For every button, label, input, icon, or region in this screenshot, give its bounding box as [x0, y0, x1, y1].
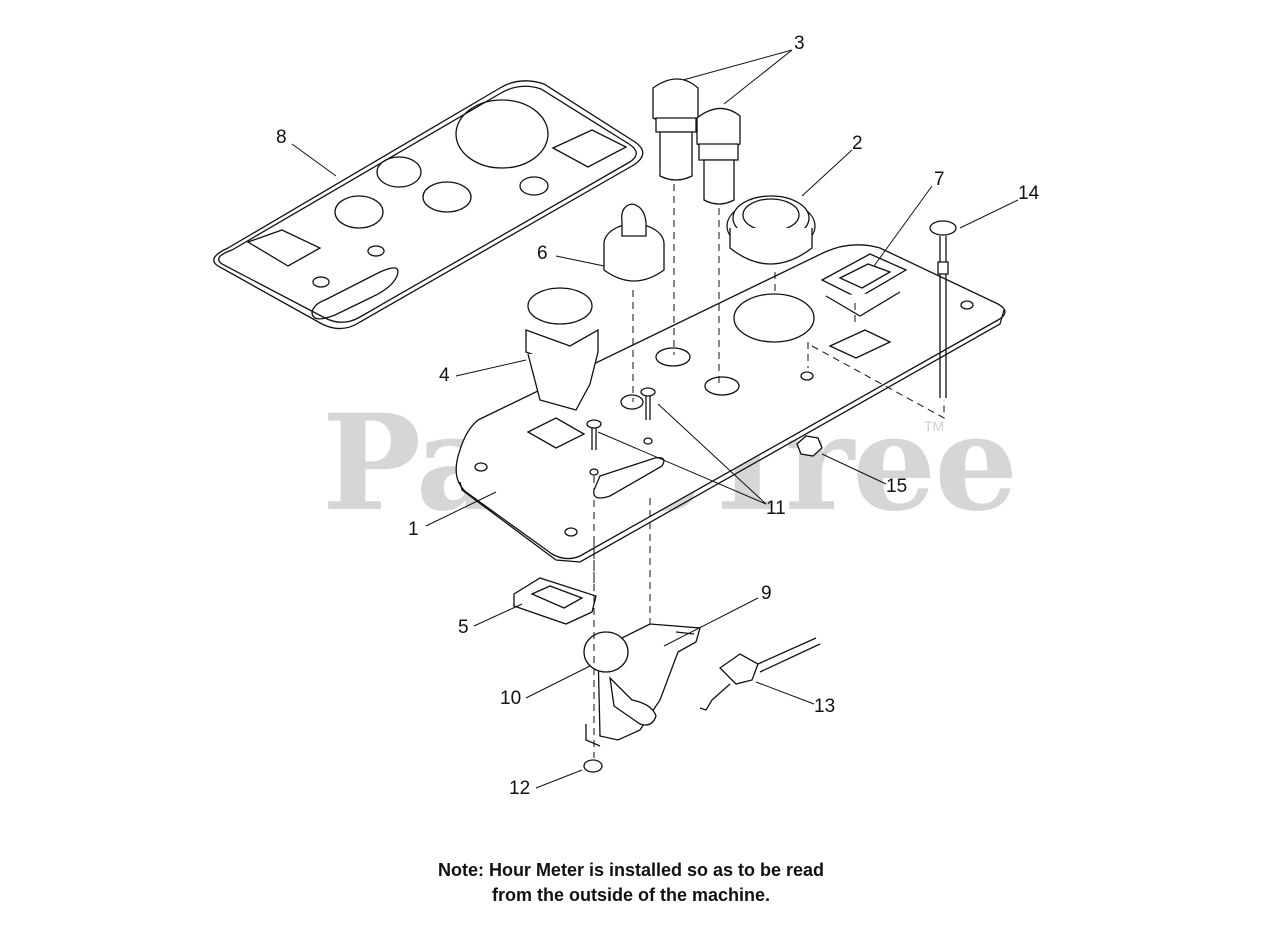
part-2-gauge	[726, 195, 816, 265]
callout-9: 9	[761, 583, 772, 604]
callout-14: 14	[1018, 183, 1040, 204]
part-12-lock-nut	[583, 759, 603, 773]
part-1-panel-plate	[455, 244, 1006, 563]
part-3-indicator-lights	[652, 78, 741, 205]
installation-note: Note: Hour Meter is installed so as to b…	[0, 858, 1262, 908]
callout-7: 7	[934, 169, 945, 190]
part-6-ignition-switch	[603, 203, 665, 282]
callout-6: 6	[537, 243, 548, 264]
callout-5: 5	[458, 617, 469, 638]
callout-11: 11	[766, 498, 786, 519]
part-11-screws	[586, 387, 656, 450]
callout-3: 3	[794, 33, 805, 54]
note-line-2: from the outside of the machine.	[491, 885, 771, 905]
callout-12: 12	[509, 778, 531, 799]
callout-1: 1	[408, 519, 419, 540]
callout-15: 15	[886, 476, 908, 497]
trademark-mark: TM	[924, 418, 945, 434]
part-14-choke-cable	[929, 220, 957, 398]
part-4-pto-switch	[525, 287, 599, 411]
callout-13: 13	[814, 696, 836, 717]
callout-leader-lines	[291, 49, 1019, 789]
part-13-throttle-cable	[699, 637, 821, 711]
callout-2: 2	[852, 133, 863, 154]
assembly-guide-lines	[593, 184, 945, 758]
callout-10: 10	[500, 688, 522, 709]
note-line-1: Note: Hour Meter is installed so as to b…	[437, 860, 825, 880]
part-15-nut	[796, 435, 823, 457]
part-5-bezel	[513, 577, 597, 625]
part-7-hour-meter	[820, 253, 908, 317]
callout-8: 8	[276, 127, 287, 148]
callout-4: 4	[439, 365, 450, 386]
part-8-decal	[213, 80, 644, 330]
part-10-throttle-knob	[583, 631, 657, 726]
